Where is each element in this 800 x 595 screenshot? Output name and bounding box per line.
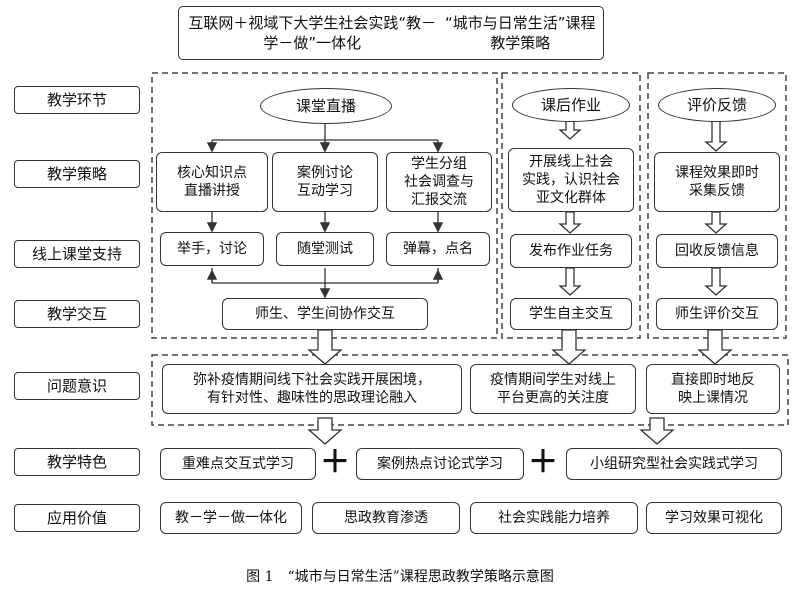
feature-1: 重难点交互式学习 — [160, 448, 316, 480]
live-branch-arrows — [206, 122, 444, 299]
live-oval: 课堂直播 — [260, 88, 392, 124]
diagram-title: 互联网＋视域下大学生社会实践“教－学－做”一体化 “城市与日常生活”课程教学策略 — [178, 6, 604, 60]
live-strategy-1: 核心知识点 直播讲授 — [156, 152, 268, 212]
plus-sign-2: ＋ — [528, 445, 558, 480]
problem-2: 疫情期间学生对线上 平台更高的关注度 — [470, 364, 636, 414]
live-support-2: 随堂测试 — [276, 232, 374, 266]
problem-1: 弥补疫情期间线下社会实践开展困境， 有针对性、趣味性的思政理论融入 — [162, 364, 462, 414]
row-label-value: 应用价值 — [14, 504, 140, 532]
feedback-interaction: 师生评价交互 — [656, 298, 778, 330]
live-support-1: 举手，讨论 — [160, 232, 264, 266]
live-strategy-3: 学生分组 社会调查与 汇报交流 — [386, 152, 492, 212]
live-support-3: 弹幕，点名 — [386, 232, 490, 266]
homework-oval: 课后作业 — [512, 88, 630, 122]
row-label-interaction: 教学交互 — [14, 300, 140, 328]
feature-3: 小组研究型社会实践式学习 — [566, 448, 782, 480]
title-line-2: “城市与日常生活”课程教学策略 — [444, 14, 596, 52]
feedback-strategy: 课程效果即时 采集反馈 — [654, 152, 780, 212]
row-label-problem-awareness: 问题意识 — [14, 372, 140, 400]
problem-group-frame — [151, 354, 789, 426]
problem-3: 直接即时地反 映上课情况 — [646, 364, 780, 414]
plus-sign-1: ＋ — [320, 445, 350, 480]
feedback-support: 回收反馈信息 — [656, 234, 778, 268]
figure-caption: 图 1 “城市与日常生活”课程思政教学策略示意图 — [246, 569, 554, 585]
value-1: 教－学－做一体化 — [160, 502, 302, 534]
value-2: 思政教育渗透 — [312, 502, 460, 534]
row-label-teaching-stage: 教学环节 — [14, 86, 140, 114]
title-line-1: 互联网＋视域下大学生社会实践“教－学－做”一体化 — [188, 14, 437, 52]
row-label-teaching-strategy: 教学策略 — [14, 160, 140, 188]
value-4: 学习效果可视化 — [646, 502, 782, 534]
homework-support: 发布作业任务 — [510, 234, 632, 268]
homework-strategy: 开展线上社会 实践，认识社会 亚文化群体 — [508, 148, 634, 212]
live-strategy-2: 案例讨论 互动学习 — [272, 152, 378, 212]
row-label-online-support: 线上课堂支持 — [14, 240, 140, 268]
feedback-oval: 评价反馈 — [658, 88, 776, 122]
hollow-arrows — [307, 119, 733, 445]
row-label-features: 教学特色 — [14, 448, 140, 476]
feature-2: 案例热点讨论式学习 — [356, 448, 524, 480]
live-interaction: 师生、学生间协作交互 — [222, 298, 428, 330]
value-3: 社会实践能力培养 — [470, 502, 638, 534]
homework-interaction: 学生自主交互 — [510, 298, 632, 330]
